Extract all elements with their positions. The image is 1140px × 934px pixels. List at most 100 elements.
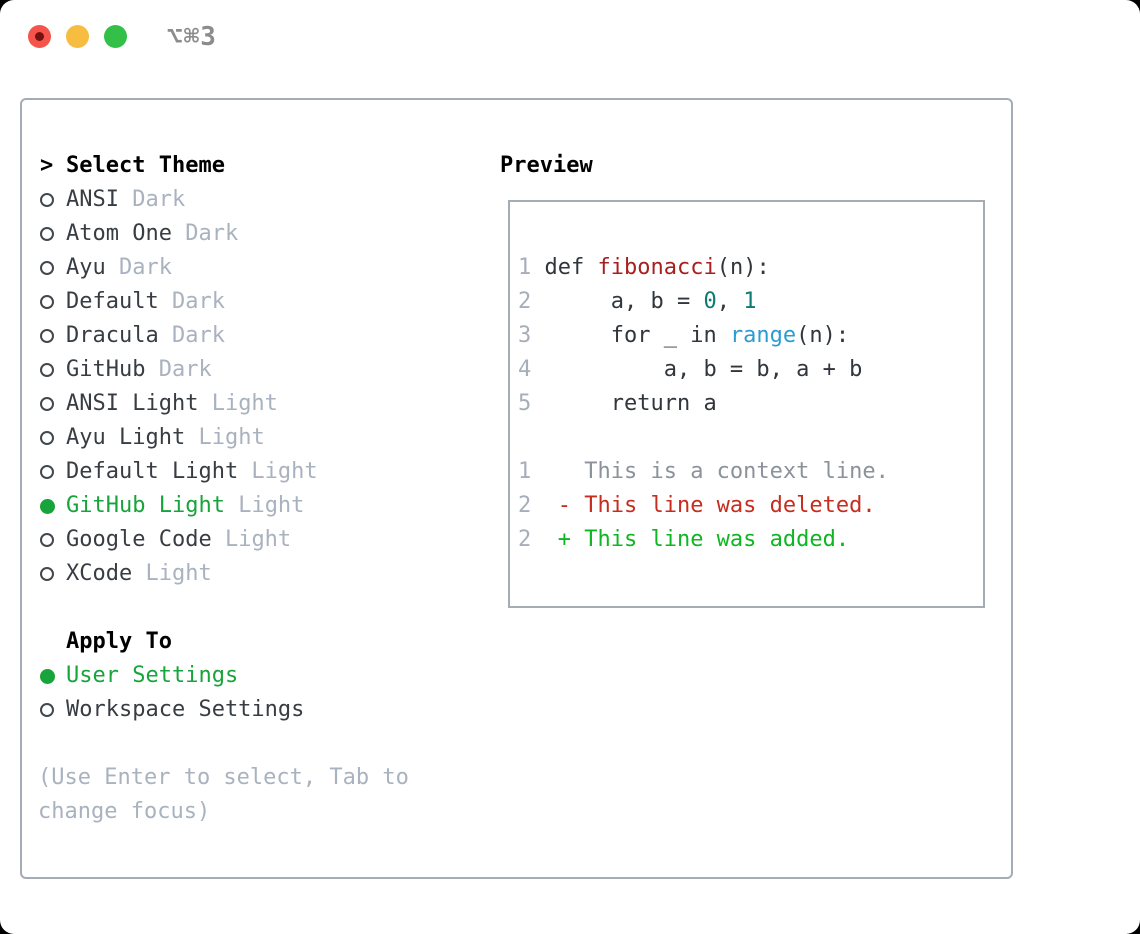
code-line: 3 for _ in range(n): bbox=[518, 319, 983, 353]
code-segment-ctx: This is a context line. bbox=[544, 459, 889, 484]
code-segment-builtin: range bbox=[729, 323, 797, 348]
code-segment-code: a, b = b, a + b bbox=[544, 357, 863, 382]
radio-unselected-icon bbox=[38, 183, 66, 217]
edited-indicator-dot bbox=[35, 32, 44, 41]
keyboard-hint-line1: (Use Enter to select, Tab to bbox=[38, 765, 409, 790]
code-line: 5 return a bbox=[518, 387, 983, 421]
theme-option-google-code[interactable]: Google Code Light bbox=[38, 523, 409, 557]
minimize-button[interactable] bbox=[66, 25, 89, 48]
radio-unselected-icon bbox=[38, 285, 66, 319]
option-variant-tag: Light bbox=[211, 527, 292, 552]
line-number: 3 bbox=[518, 323, 545, 348]
radio-unselected-icon bbox=[38, 319, 66, 353]
theme-option-github[interactable]: GitHub Dark bbox=[38, 353, 409, 387]
option-variant-tag: Dark bbox=[105, 255, 172, 280]
code-segment-num: 1 bbox=[743, 289, 757, 314]
option-label: XCode bbox=[66, 561, 133, 586]
radio-selected-icon bbox=[38, 489, 66, 523]
code-segment-func: fibonacci bbox=[597, 255, 717, 280]
theme-option-dracula[interactable]: Dracula Dark bbox=[38, 319, 409, 353]
theme-option-xcode[interactable]: XCode Light bbox=[38, 557, 409, 591]
theme-option-ansi[interactable]: ANSI Dark bbox=[38, 183, 409, 217]
code-segment-num: 0 bbox=[703, 289, 717, 314]
close-button[interactable] bbox=[28, 25, 51, 48]
radio-unselected-icon bbox=[38, 421, 66, 455]
option-variant-tag: Light bbox=[185, 425, 265, 450]
code-line: 2 - This line was deleted. bbox=[518, 489, 983, 523]
window-title: ⌥⌘3 bbox=[167, 22, 217, 52]
option-label: Workspace Settings bbox=[66, 697, 305, 722]
option-variant-tag: Dark bbox=[158, 289, 225, 314]
theme-option-ansi-light[interactable]: ANSI Light Light bbox=[38, 387, 409, 421]
option-variant-tag: Light bbox=[132, 561, 212, 586]
code-preview: 1 def fibonacci(n): 2 a, b = 0, 1 3 for _ … bbox=[510, 202, 983, 557]
option-label: User Settings bbox=[66, 663, 239, 688]
option-label: Google Code bbox=[66, 527, 212, 552]
line-number: 4 bbox=[518, 357, 545, 382]
theme-option-github-light[interactable]: GitHub Light Light bbox=[38, 489, 409, 523]
code-line: 4 a, b = b, a + b bbox=[518, 353, 983, 387]
code-segment-code: a, b = bbox=[544, 289, 704, 314]
theme-option-atom-one[interactable]: Atom One Dark bbox=[38, 217, 409, 251]
traffic-lights bbox=[28, 25, 127, 48]
radio-unselected-icon bbox=[38, 217, 66, 251]
title-bar: ⌥⌘3 bbox=[0, 0, 1140, 74]
theme-option-ayu[interactable]: Ayu Dark bbox=[38, 251, 409, 285]
radio-unselected-icon bbox=[38, 693, 66, 727]
option-variant-tag: Dark bbox=[171, 221, 239, 246]
theme-option-default[interactable]: Default Dark bbox=[38, 285, 409, 319]
option-variant-tag: Dark bbox=[145, 357, 212, 382]
line-number: 1 bbox=[518, 255, 545, 280]
radio-unselected-icon bbox=[38, 251, 66, 285]
option-label: Default bbox=[66, 289, 159, 314]
spacer bbox=[38, 591, 409, 625]
select-theme-header: Select Theme bbox=[66, 153, 225, 178]
apply-option-workspace-settings[interactable]: Workspace Settings bbox=[38, 693, 409, 727]
code-line bbox=[518, 421, 983, 455]
theme-option-default-light[interactable]: Default Light Light bbox=[38, 455, 409, 489]
code-segment-code: , bbox=[716, 289, 744, 314]
apply-option-user-settings[interactable]: User Settings bbox=[38, 659, 409, 693]
code-segment-code: (n): bbox=[716, 255, 770, 280]
code-line: 1 def fibonacci(n): bbox=[518, 251, 983, 285]
option-label: Dracula bbox=[66, 323, 159, 348]
code-line: 1 This is a context line. bbox=[518, 455, 983, 489]
radio-unselected-icon bbox=[38, 557, 66, 591]
keyboard-hint-line2: change focus) bbox=[38, 799, 211, 824]
zoom-button[interactable] bbox=[104, 25, 127, 48]
line-number: 5 bbox=[518, 391, 545, 416]
apply-to-header: Apply To bbox=[66, 629, 172, 654]
focus-caret-icon: > bbox=[40, 153, 54, 178]
option-variant-tag: Light bbox=[238, 459, 318, 484]
code-segment-code: for _ in bbox=[544, 323, 730, 348]
option-label: ANSI Light bbox=[66, 391, 199, 416]
option-label: Atom One bbox=[66, 221, 172, 246]
spacer bbox=[38, 727, 409, 761]
option-label: GitHub bbox=[66, 357, 146, 382]
preview-header: Preview bbox=[500, 153, 593, 178]
option-label: GitHub Light bbox=[66, 493, 225, 518]
option-variant-tag: Dark bbox=[118, 187, 186, 212]
radio-selected-icon bbox=[38, 659, 66, 693]
line-number: 2 bbox=[518, 493, 545, 518]
radio-unselected-icon bbox=[38, 387, 66, 421]
code-segment-code: def bbox=[544, 255, 598, 280]
line-number: 2 bbox=[518, 527, 545, 552]
preview-pane: 1 def fibonacci(n): 2 a, b = 0, 1 3 for _ … bbox=[508, 200, 985, 608]
code-line: 2 + This line was added. bbox=[518, 523, 983, 557]
select-theme-header-row: > Select Theme bbox=[38, 149, 409, 183]
code-segment-del: - This line was deleted. bbox=[544, 493, 876, 518]
theme-option-ayu-light[interactable]: Ayu Light Light bbox=[38, 421, 409, 455]
line-number: 2 bbox=[518, 289, 545, 314]
option-label: Ayu bbox=[66, 255, 106, 280]
radio-unselected-icon bbox=[38, 353, 66, 387]
option-variant-tag: Light bbox=[224, 493, 305, 518]
option-label: Ayu Light bbox=[66, 425, 186, 450]
option-variant-tag: Light bbox=[198, 391, 278, 416]
apply-to-indent bbox=[38, 625, 66, 659]
